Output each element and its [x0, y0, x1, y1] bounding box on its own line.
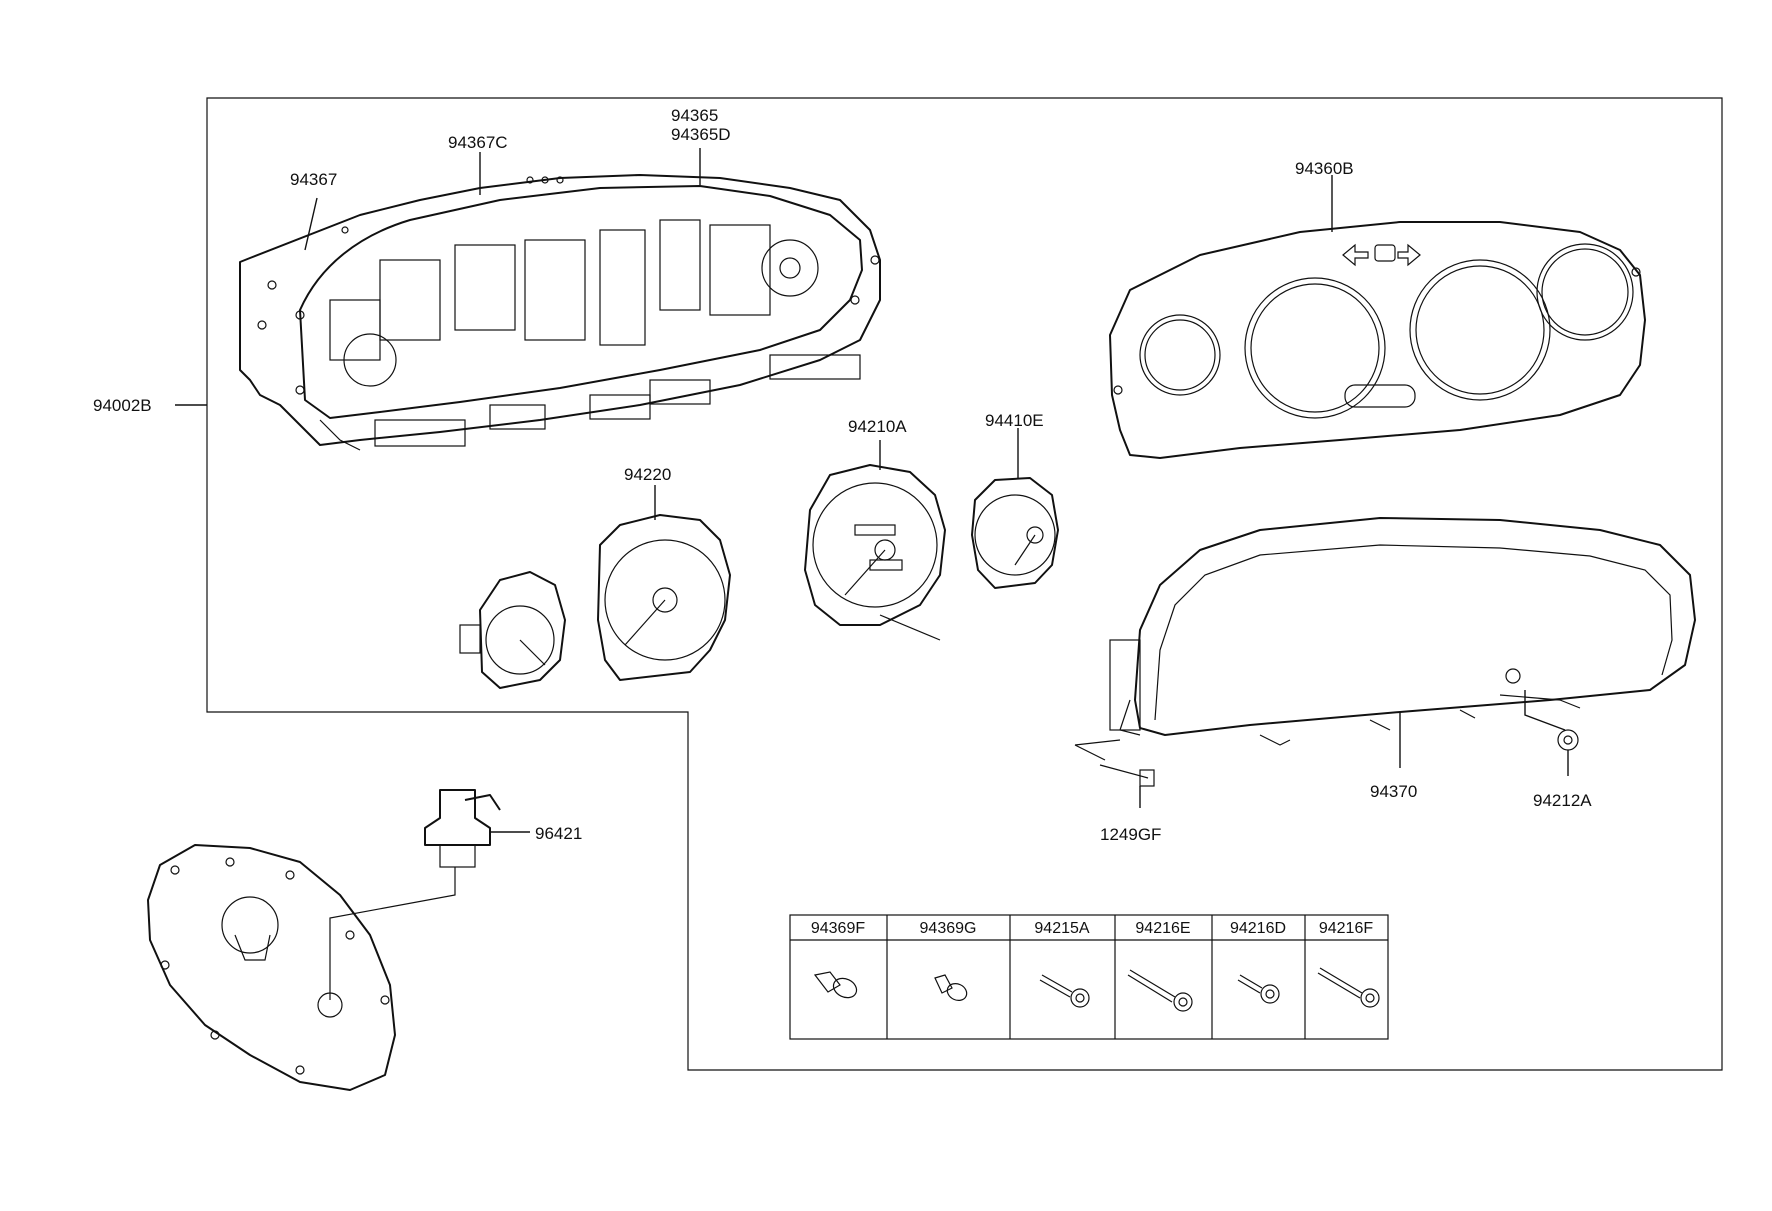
- table-header-94216D: 94216D: [1230, 920, 1286, 937]
- screw-94216E-icon: [1127, 969, 1193, 1012]
- label-94367: 94367: [290, 170, 337, 189]
- leader-lines: [175, 148, 1569, 833]
- gauge-94210A-drawing: [804, 464, 946, 641]
- label-94410E: 94410E: [985, 411, 1044, 430]
- table-header-94216E: 94216E: [1135, 920, 1190, 937]
- lens-94370-drawing: [1109, 517, 1696, 746]
- transmission-case-drawing: [147, 844, 396, 1091]
- screw-1249GF-drawing: [1074, 739, 1155, 787]
- bulb-94369G-icon: [934, 974, 968, 1001]
- label-94365: 94365: [671, 106, 718, 125]
- table-header-94369G: 94369G: [920, 920, 977, 937]
- gauge-94220-drawing: [459, 514, 731, 689]
- table-header-94369F: 94369F: [811, 920, 865, 937]
- label-94367C: 94367C: [448, 133, 508, 152]
- label-96421: 96421: [535, 824, 582, 843]
- gauge-94410E-drawing: [971, 477, 1059, 589]
- assembly-frame: [206, 97, 1723, 1071]
- cluster-housing-drawing: [239, 174, 881, 451]
- bezel-plate-drawing: [1109, 221, 1646, 459]
- screw-94216D-icon: [1237, 974, 1280, 1004]
- table-header-94215A: 94215A: [1034, 920, 1089, 937]
- label-94370: 94370: [1370, 782, 1417, 801]
- label-94002B: 94002B: [93, 396, 152, 415]
- table-header-94216F: 94216F: [1319, 920, 1373, 937]
- label-1249GF: 1249GF: [1100, 825, 1161, 844]
- sensor-96421-drawing: [329, 789, 501, 1000]
- label-94220: 94220: [624, 465, 671, 484]
- label-94210A: 94210A: [848, 417, 907, 436]
- label-94212A: 94212A: [1533, 791, 1592, 810]
- hardware-table: 94369F 94369G 94215A 94216E 94216D 94216…: [789, 914, 1389, 1040]
- screw-94216F-icon: [1317, 967, 1380, 1008]
- label-94360B: 94360B: [1295, 159, 1354, 178]
- nut-94212A-drawing: [1557, 729, 1579, 751]
- label-94365D: 94365D: [671, 125, 731, 144]
- screw-94215A-icon: [1039, 974, 1090, 1008]
- bulb-94369F-icon: [813, 971, 858, 999]
